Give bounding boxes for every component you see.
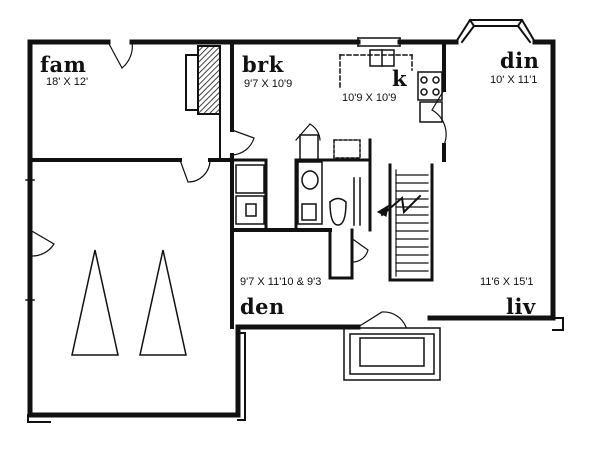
fireplace (197, 45, 221, 115)
room-name-kitchen: k (392, 66, 408, 91)
parking-markers (71, 249, 187, 356)
garage-door-frame (25, 179, 35, 301)
room-name-den: den (240, 294, 285, 319)
room-dims-den: 9'7 X 11'10 & 9'3 (240, 276, 322, 288)
door-swings (29, 41, 447, 328)
staircase (376, 169, 429, 277)
room-dims-dining: 10' X 11'1 (490, 74, 538, 86)
room-dims-family: 18' X 12' (46, 76, 89, 88)
room-name-family: fam (40, 52, 87, 77)
closet-walls (230, 138, 372, 232)
room-dims-kitchen: 10'9 X 10'9 (342, 92, 397, 104)
room-name-breakfast: brk (242, 52, 284, 77)
kitchen-counters (339, 49, 443, 123)
room-dims-living: 11'6 X 15'1 (480, 276, 534, 288)
room-name-living: liv (506, 294, 536, 319)
garage-side-details (27, 317, 564, 423)
interior-walls (28, 40, 446, 329)
kitchen-window (357, 37, 401, 47)
front-stoop (343, 327, 441, 381)
bath-fixtures (235, 134, 361, 226)
fireplace-hearth (185, 54, 221, 161)
room-dims-breakfast: 9'7 X 10'9 (244, 78, 293, 90)
exterior-walls (27, 39, 556, 418)
room-name-dining: din (500, 48, 540, 73)
stair-walls (328, 163, 434, 282)
bay-window (454, 18, 537, 44)
